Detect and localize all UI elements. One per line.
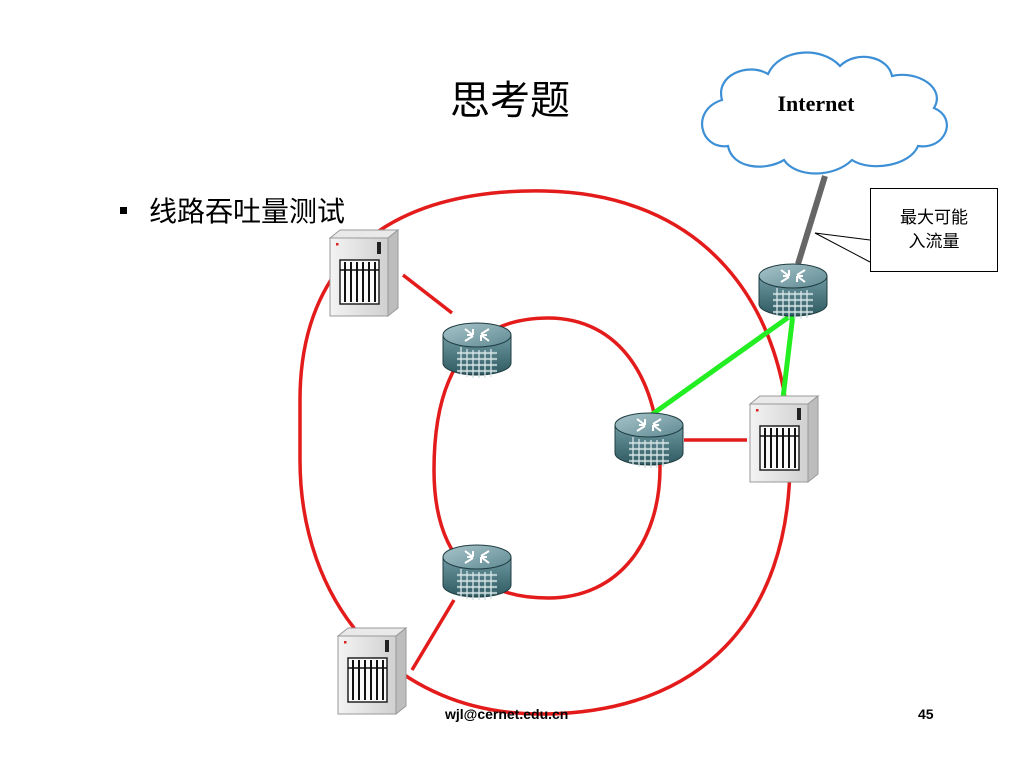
uplink-internet (795, 175, 828, 265)
callout-line-2: 入流量 (908, 232, 960, 252)
page-number: 45 (918, 706, 934, 722)
bullet-marker (120, 206, 127, 214)
router-top (441, 321, 513, 380)
router-middle (613, 411, 685, 470)
footer-email: wjl@cernet.edu.cn (445, 706, 569, 722)
callout-box: 最大可能 入流量 (870, 188, 998, 272)
bullet-item: 线路吞吐量测试 (120, 190, 345, 230)
server-right (749, 395, 819, 483)
callout-line-1: 最大可能 (900, 208, 968, 228)
callout-pointer (814, 232, 871, 263)
server-bottom-left (337, 627, 407, 715)
link-server-router-top (401, 273, 454, 315)
cloud-label: Internet (778, 91, 856, 116)
server-top-left (329, 229, 399, 317)
router-edge (757, 262, 829, 321)
link-server-bottom-ring (410, 599, 456, 671)
slide-title: 思考题 (450, 78, 570, 124)
router-bottom (441, 543, 513, 602)
bullet-text: 线路吞吐量测试 (149, 195, 346, 228)
internet-cloud (701, 51, 948, 175)
